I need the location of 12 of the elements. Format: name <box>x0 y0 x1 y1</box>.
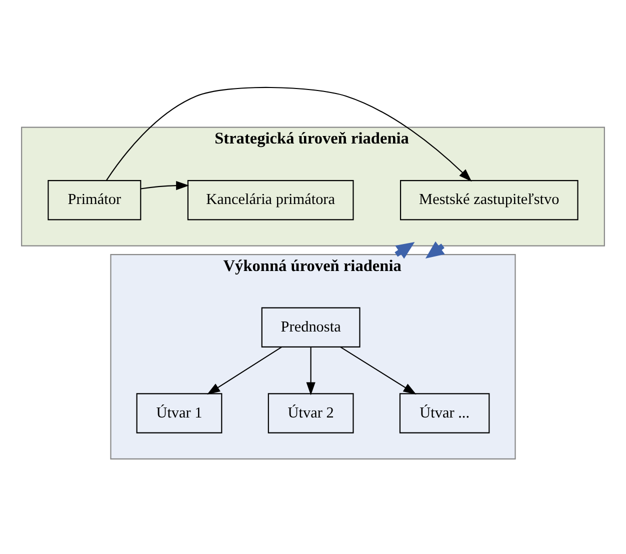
node-box: Prednosta <box>261 306 360 347</box>
arrow <box>306 346 316 395</box>
node-box: Útvar ... <box>399 392 490 433</box>
node-box: Útvar 1 <box>136 392 222 433</box>
arrow <box>206 346 282 394</box>
arrow <box>140 180 190 190</box>
node-box: Útvar 2 <box>268 392 354 433</box>
node-box: Mestské zastupiteľstvo <box>400 180 578 220</box>
node-box: Kancelária primátora <box>187 180 354 220</box>
node-box: Primátor <box>48 180 142 220</box>
arrow <box>340 346 416 394</box>
arrow <box>106 86 472 182</box>
